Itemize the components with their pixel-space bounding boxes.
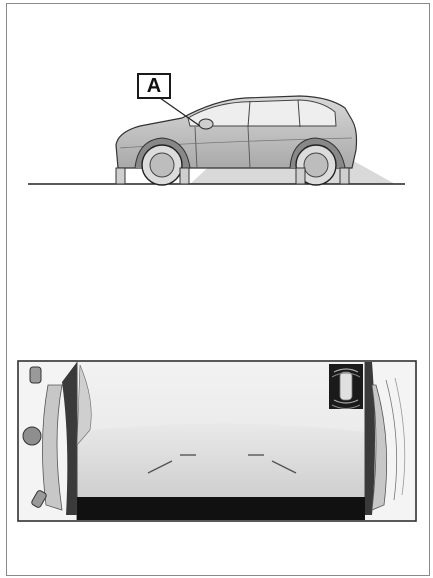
right-side-view (365, 362, 415, 520)
callout-label-a: A (137, 73, 171, 99)
left-side-view (19, 362, 77, 520)
vehicle-scene (28, 96, 405, 185)
center-camera-view (77, 362, 365, 520)
monitor-bottom-bar (77, 497, 365, 520)
side-camera-mirror (199, 119, 213, 129)
round-obstacle (23, 427, 41, 445)
parking-sensor-display-icon (329, 364, 363, 409)
monitor-display (18, 361, 416, 521)
cone-post-icon (30, 367, 41, 383)
